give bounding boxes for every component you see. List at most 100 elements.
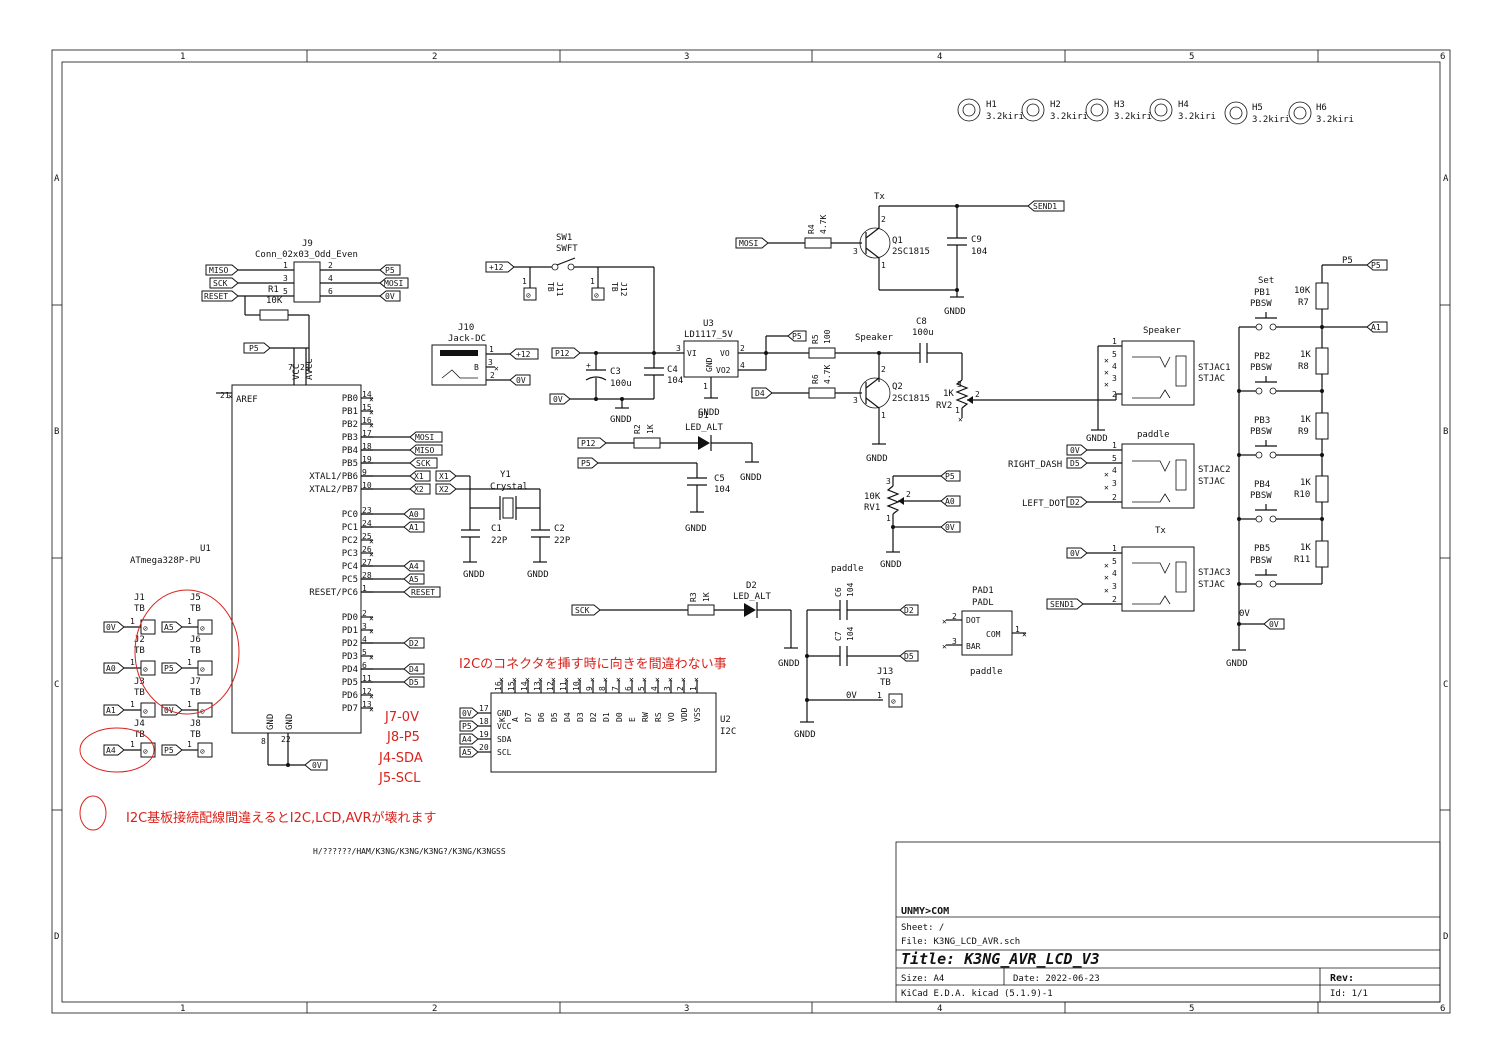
no-connect-mark: ✕ [694,675,699,684]
svg-text:1K: 1K [1300,415,1311,425]
net-label-x1-crystal: X1 [435,470,457,482]
svg-text:A0: A0 [106,664,116,673]
svg-text:1: 1 [703,382,708,391]
u2-pin-number: 12 [546,681,555,691]
svg-text:PBSW: PBSW [1250,427,1272,437]
svg-text:Y1: Y1 [500,470,511,480]
title-block-file: File: K3NG_LCD_AVR.sch [901,937,1020,947]
svg-text:LED_ALT: LED_ALT [685,423,724,433]
svg-text:4: 4 [1112,362,1117,371]
note-board-warning: I2C基板接続配線間違えるとI2C,LCD,AVRが壊れます [126,810,437,826]
u2-pin-number: 6 [624,686,633,691]
mcu-pin-pc3: PC3 [342,549,358,559]
no-connect-mark: ✕ [369,550,374,559]
svg-text:PAD1: PAD1 [972,586,994,596]
net-label-0v-j10: 0V [509,374,531,386]
net-label-send1-q1: SEND1 [1027,200,1065,212]
svg-text:J2: J2 [134,635,145,645]
ruler-col-4: 4 [937,52,942,62]
svg-text:1K: 1K [943,389,954,399]
svg-text:3: 3 [957,380,962,389]
mcu-pin-pc2: PC2 [342,536,358,546]
no-connect-mark: ✕ [590,675,595,684]
net-label-p5-mcu: P5 [243,342,271,354]
svg-text:STJAC1: STJAC1 [1198,363,1231,373]
svg-text:104: 104 [846,582,855,597]
no-connect-mark: ✕ [655,675,660,684]
u2-pin-d7: D7 [524,712,533,722]
svg-text:BAR: BAR [966,642,981,651]
u2-pin-number: 11 [559,681,568,691]
svg-text:RV2: RV2 [936,401,952,411]
svg-text:STJAC: STJAC [1198,374,1225,384]
svg-text:A5: A5 [462,748,472,757]
mcu-pin-number: 16 [362,416,372,425]
u2-pin-number: 7 [611,686,620,691]
net-label-plus12-sw: +12 [485,261,515,273]
svg-text:X1: X1 [414,472,424,481]
svg-text:⊘: ⊘ [594,291,599,300]
no-connect-mark: ✕ [681,675,686,684]
svg-text:D4: D4 [409,665,419,674]
svg-text:2: 2 [1112,493,1117,502]
svg-text:P5: P5 [164,664,174,673]
svg-text:3: 3 [1112,582,1117,591]
svg-text:J8: J8 [190,719,201,729]
mounting-hole-h3: H33.2kiri [1085,98,1152,122]
svg-text:D5: D5 [409,678,419,687]
svg-text:1: 1 [522,277,527,286]
mcu-pin-xtal2-pb7: XTAL2/PB7 [309,485,358,495]
net-label-0v-stjac2: 0V [1066,444,1088,456]
ruler-col-2: 2 [432,52,437,62]
mcu-pin-number: 27 [362,558,372,567]
no-connect-mark: ✕ [668,675,673,684]
svg-text:0V: 0V [1070,446,1080,455]
svg-text:U2: U2 [720,715,731,725]
svg-text:✕: ✕ [1104,561,1109,570]
svg-text:P12: P12 [555,349,570,358]
svg-text:LD1117_5V: LD1117_5V [684,330,733,340]
svg-text:H6: H6 [1316,103,1327,113]
svg-text:Tx: Tx [1155,526,1166,536]
net-label-a5-mcu: A5 [403,573,425,585]
svg-text:3: 3 [1112,479,1117,488]
net-label-p5: P5 [379,264,401,276]
net-label-0v-gnd: 0V [304,759,328,771]
svg-text:MOSI: MOSI [415,433,434,442]
u2-pin-d3: D3 [576,712,585,722]
svg-text:D2: D2 [1070,498,1080,507]
mcu-pin-number: 17 [362,429,372,438]
svg-text:MOSI: MOSI [384,279,403,288]
svg-text:1: 1 [130,658,135,667]
svg-text:J11: J11 [555,282,564,297]
svg-text:3: 3 [853,396,858,405]
svg-text:J1: J1 [134,593,145,603]
highlight-ellipse-i2c [134,589,240,715]
svg-text:0V: 0V [846,691,857,701]
mcu-pin-pd2: PD2 [342,639,358,649]
ruler-row-d-right: D [1443,932,1448,942]
svg-text:D4: D4 [755,389,765,398]
svg-text:RV1: RV1 [864,503,880,513]
mcu-pin-pd7: PD7 [342,704,358,714]
svg-text:⊘: ⊘ [143,624,148,633]
svg-text:PB5: PB5 [1254,544,1270,554]
svg-text:P5: P5 [792,332,802,341]
title-block-company: UNMY>COM [901,906,949,917]
svg-text:GND: GND [705,357,714,372]
svg-text:20: 20 [300,363,310,372]
svg-text:6: 6 [328,287,333,296]
svg-text:C4: C4 [667,365,678,375]
svg-text:R11: R11 [1294,555,1310,565]
svg-text:4.7K: 4.7K [823,365,832,384]
svg-text:2: 2 [740,344,745,353]
ruler-col-2-bottom: 2 [432,1004,437,1014]
svg-text:SCL: SCL [497,748,512,757]
svg-text:2: 2 [952,612,957,621]
title-block-id: Id: 1/1 [1330,989,1368,999]
mcu-pin-pb3: PB3 [342,433,358,443]
